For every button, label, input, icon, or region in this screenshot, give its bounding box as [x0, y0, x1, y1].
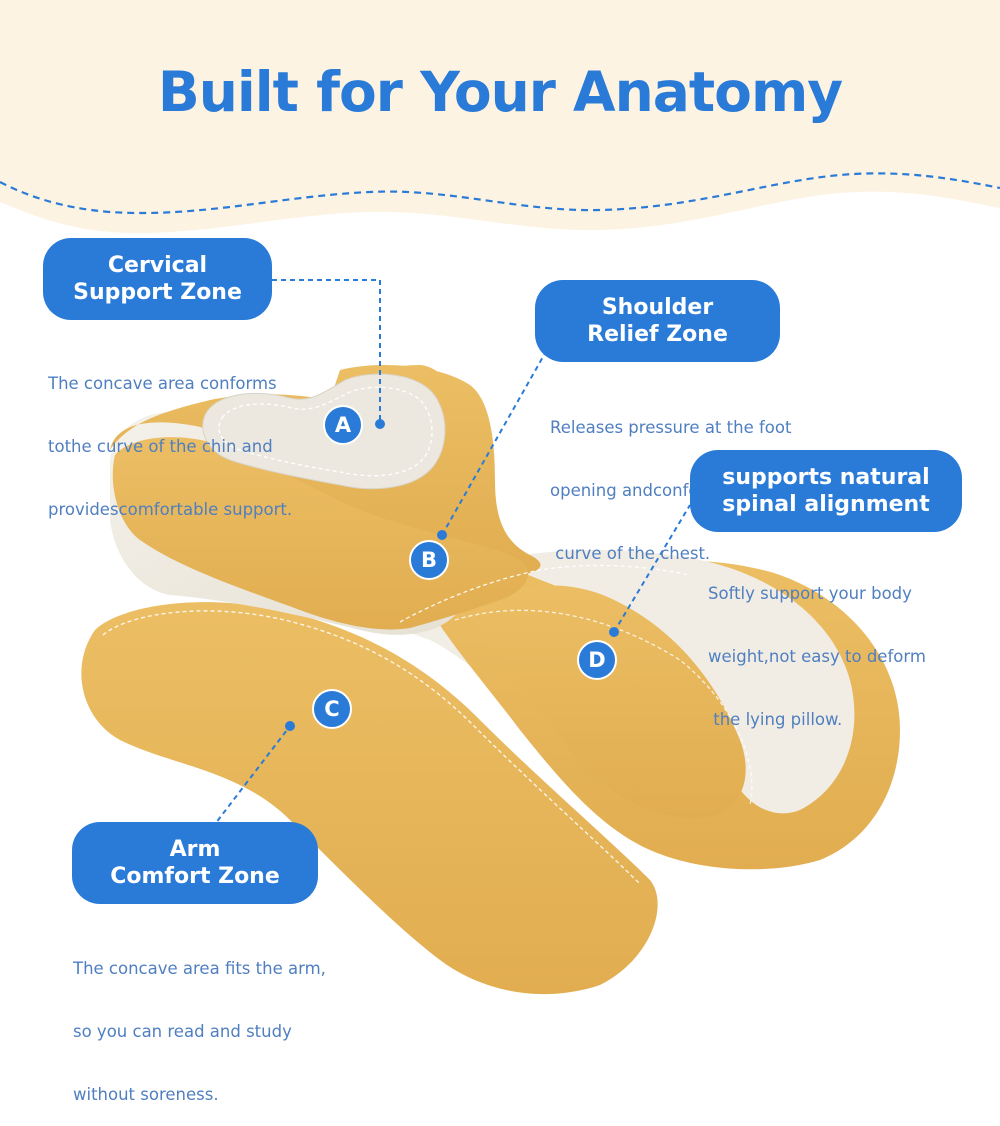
zone-a-description: The concave area conforms tothe curve of…	[48, 331, 292, 541]
zone-d-description: Softly support your body weight,not easy…	[708, 541, 926, 751]
pillow-arm-stitch	[102, 610, 641, 885]
zone-d-desc-line1: Softly support your body	[708, 584, 912, 603]
pillow-d-white-rim	[500, 549, 855, 814]
zone-c-desc-line2: so you can read and study	[73, 1022, 292, 1041]
zone-d-desc-line3: the lying pillow.	[708, 710, 843, 729]
leader-dot-a	[375, 419, 385, 429]
zone-a-title-line2: Support Zone	[73, 280, 242, 305]
zone-c-title-line1: Arm	[169, 837, 221, 862]
zone-a-title-line1: Cervical	[107, 253, 208, 278]
zone-a-label: Cervical Support Zone	[43, 238, 272, 320]
leader-dot-d	[609, 627, 619, 637]
zone-d-label: supports natural spinal alignment	[690, 450, 962, 532]
zone-d-title-line2: spinal alignment	[722, 492, 930, 517]
zone-b-label: Shoulder Relief Zone	[535, 280, 780, 362]
zone-b-title-line1: Shoulder	[601, 295, 714, 320]
zone-c-desc-line1: The concave area fits the arm,	[73, 959, 326, 978]
zone-c-title-line2: Comfort Zone	[110, 864, 280, 889]
zone-d-marker: D	[577, 640, 617, 680]
page-title: Built for Your Anatomy	[157, 60, 843, 124]
header-banner	[0, 0, 1000, 233]
wavy-divider	[0, 172, 1000, 215]
zone-b-desc-line1: Releases pressure at the foot	[550, 418, 792, 437]
zone-a-desc-line1: The concave area conforms	[48, 374, 277, 393]
leader-dot-c	[285, 721, 295, 731]
pillow-illustration	[0, 0, 1000, 995]
zone-c-desc-line3: without soreness.	[73, 1085, 219, 1104]
zone-b-marker: B	[409, 540, 449, 580]
pillow-cervical-front	[112, 437, 529, 630]
zone-c-description: The concave area fits the arm, so you ca…	[73, 916, 326, 1126]
zone-c-marker: C	[312, 689, 352, 729]
zone-a-desc-line2: tothe curve of the chin and	[48, 437, 273, 456]
zone-d-desc-line2: weight,not easy to deform	[708, 647, 926, 666]
zone-a-marker: A	[323, 405, 363, 445]
zone-b-title-line2: Relief Zone	[587, 322, 728, 347]
leader-line-a	[272, 279, 381, 424]
leader-dot-b	[437, 530, 447, 540]
leader-line-d	[613, 504, 691, 633]
pillow-arm-base	[81, 602, 658, 995]
leader-line-c	[211, 725, 291, 829]
pillow-d-seat	[470, 585, 746, 819]
pillow-body-stitch	[399, 564, 691, 623]
zone-c-label: Arm Comfort Zone	[72, 822, 318, 904]
zone-b-desc-line3: curve of the chest.	[550, 544, 711, 563]
zone-a-desc-line3: providescomfortable support.	[48, 500, 293, 519]
zone-d-title-line1: supports natural	[722, 465, 930, 490]
